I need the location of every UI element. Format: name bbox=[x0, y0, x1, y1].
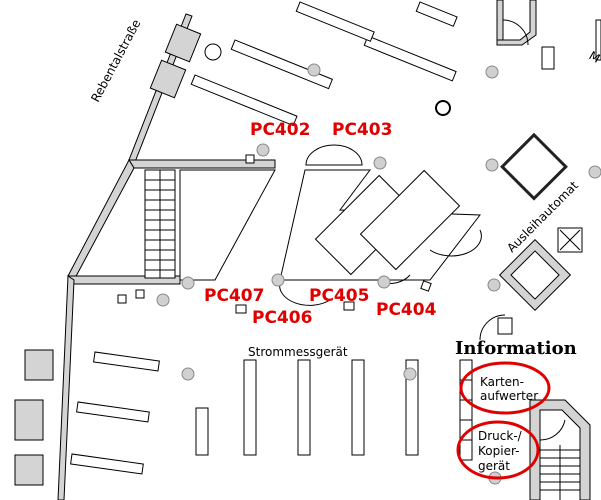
left-staircase bbox=[144, 169, 176, 279]
pc-label: PC406 bbox=[252, 308, 312, 328]
outer-walls bbox=[14, 13, 276, 500]
service-card-topup: Karten- aufwerter bbox=[459, 361, 551, 415]
service-label: Druck-/ bbox=[478, 429, 523, 443]
pillars bbox=[156, 43, 601, 485]
area-label: Strommessgerät bbox=[248, 345, 348, 359]
highlight-ring bbox=[456, 420, 540, 480]
central-structure bbox=[179, 144, 482, 306]
pc-label: PC402 bbox=[250, 120, 310, 140]
partial-room-label: M bbox=[587, 48, 601, 65]
shelves-bottom bbox=[70, 154, 419, 475]
service-label: aufwerter bbox=[480, 389, 538, 403]
pc-label: PC407 bbox=[204, 286, 264, 306]
information-label: Information bbox=[455, 338, 577, 359]
right-structures bbox=[459, 0, 601, 500]
service-label: Karten- bbox=[480, 375, 524, 389]
shelves-top bbox=[190, 1, 458, 127]
street-label: Rebentalstraße bbox=[88, 17, 143, 104]
highlight-ring bbox=[459, 361, 551, 415]
kiosk-box bbox=[500, 132, 568, 201]
service-label: gerät bbox=[478, 459, 510, 473]
pc-label: PC405 bbox=[309, 286, 369, 306]
service-print-copy: Druck-/ Kopier- gerät bbox=[456, 420, 540, 480]
service-label: Kopier- bbox=[478, 444, 519, 458]
pc-label: PC404 bbox=[376, 300, 437, 320]
pc-label: PC403 bbox=[332, 120, 392, 140]
